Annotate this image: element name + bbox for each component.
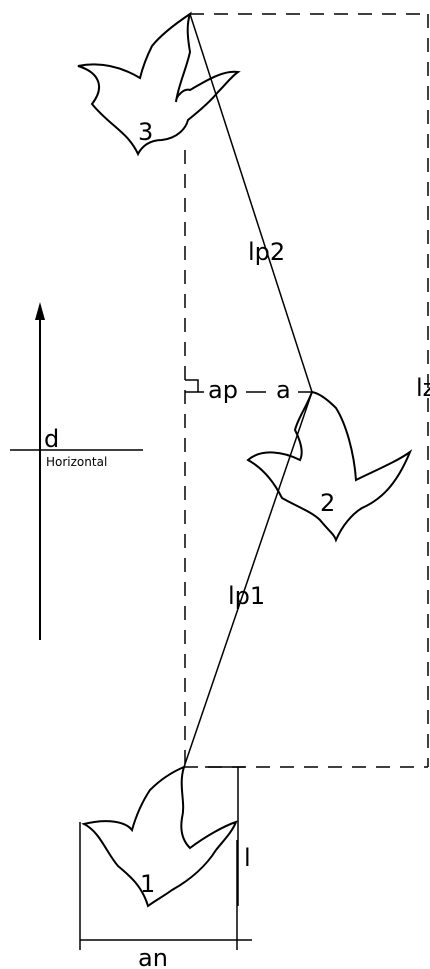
- footprint-2-label: 2: [320, 489, 335, 517]
- right-angle-marker: [185, 379, 199, 392]
- ap-label: ap: [208, 376, 238, 404]
- footprint-1-label: 1: [140, 870, 155, 898]
- l-measurement: [205, 766, 245, 906]
- footprint-2-icon: [246, 390, 413, 543]
- horizontal-label: Horizontal: [46, 455, 107, 469]
- d-label: d: [44, 425, 59, 453]
- l-label: l: [244, 844, 251, 872]
- an-measurement: [79, 822, 252, 950]
- an-label: an: [138, 944, 168, 969]
- lp2-line: [189, 13, 313, 393]
- footprint-3-label: 3: [138, 118, 153, 146]
- footprint-1-icon: [81, 765, 238, 908]
- footprint-3-icon: [77, 11, 241, 157]
- dashed-frame: [184, 13, 429, 768]
- ap-measurement: [185, 379, 312, 393]
- lz-label: lz: [416, 374, 430, 402]
- direction-arrow-head: [35, 302, 45, 320]
- lp1-label: lp1: [228, 582, 265, 610]
- lp1-line: [183, 391, 313, 768]
- a-label: a: [276, 376, 291, 404]
- lp2-label: lp2: [248, 238, 285, 266]
- direction-arrow: [35, 302, 45, 640]
